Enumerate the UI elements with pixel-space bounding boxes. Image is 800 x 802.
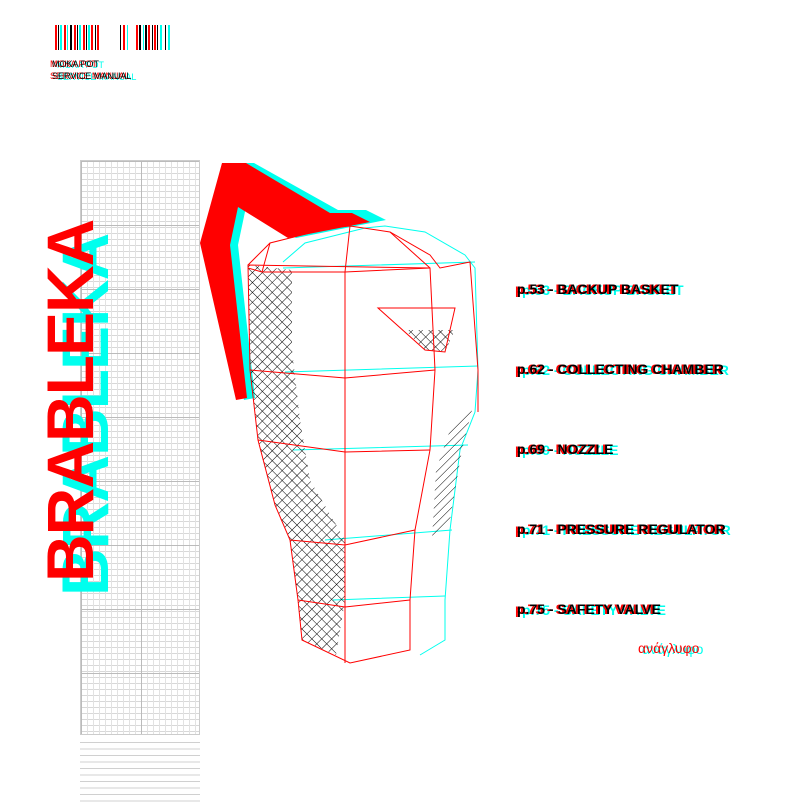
barcode bbox=[55, 25, 170, 50]
barcode-bar bbox=[136, 25, 138, 50]
barcode-bar bbox=[160, 25, 162, 50]
barcode-bar bbox=[83, 25, 85, 50]
barcode-bar bbox=[86, 25, 87, 50]
barcode-bar bbox=[148, 25, 150, 50]
barcode-bar bbox=[154, 25, 156, 50]
barcode-bar bbox=[88, 25, 90, 50]
graph-paper-grid bbox=[80, 160, 200, 735]
ruled-lines bbox=[80, 742, 200, 802]
barcode-bar bbox=[64, 25, 66, 50]
barcode-bar bbox=[168, 25, 170, 50]
barcode-bar bbox=[67, 25, 68, 50]
toc-item-collecting-chamber[interactable]: p.62 - COLLECTING CHAMBER bbox=[517, 361, 724, 377]
barcode-bar bbox=[58, 25, 59, 50]
body-cyan bbox=[282, 225, 479, 656]
toc-item-pressure-regulator[interactable]: p.71 - PRESSURE REGULATOR bbox=[517, 521, 726, 537]
barcode-bar bbox=[95, 25, 96, 50]
barcode-bar bbox=[79, 25, 81, 50]
toc-item-nozzle[interactable]: p.69 - NOZZLE bbox=[517, 441, 614, 457]
barcode-bar bbox=[91, 25, 93, 50]
barcode-bar bbox=[139, 25, 141, 50]
barcode-bar bbox=[127, 25, 128, 50]
barcode-bar bbox=[77, 25, 78, 50]
header-line-2: SERVICE MANUAL bbox=[52, 71, 132, 81]
barcode-bar bbox=[70, 25, 72, 50]
barcode-bar bbox=[74, 25, 76, 50]
barcode-bar bbox=[145, 25, 147, 50]
barcode-bar bbox=[143, 25, 144, 50]
barcode-bar bbox=[157, 25, 158, 50]
hatch-left bbox=[248, 265, 345, 655]
handle bbox=[200, 163, 370, 400]
barcode-bar bbox=[165, 25, 166, 50]
barcode-bar bbox=[120, 25, 121, 50]
barcode-bar bbox=[97, 25, 99, 50]
hatch-right bbox=[432, 410, 472, 540]
toc-item-backup-basket[interactable]: p.53 - BACKUP BASKET bbox=[517, 281, 679, 297]
caption: ανάγλυφο bbox=[638, 640, 700, 656]
barcode-bar bbox=[55, 25, 57, 50]
body-wireframe bbox=[247, 225, 479, 664]
toc-item-safety-valve[interactable]: p.75 - SAFETY VALVE bbox=[517, 601, 661, 617]
header-line-1: MOKA POT bbox=[52, 59, 100, 69]
barcode-bar bbox=[60, 25, 62, 50]
barcode-bar bbox=[123, 25, 125, 50]
barcode-bar bbox=[152, 25, 153, 50]
valve-hatch bbox=[405, 330, 455, 352]
